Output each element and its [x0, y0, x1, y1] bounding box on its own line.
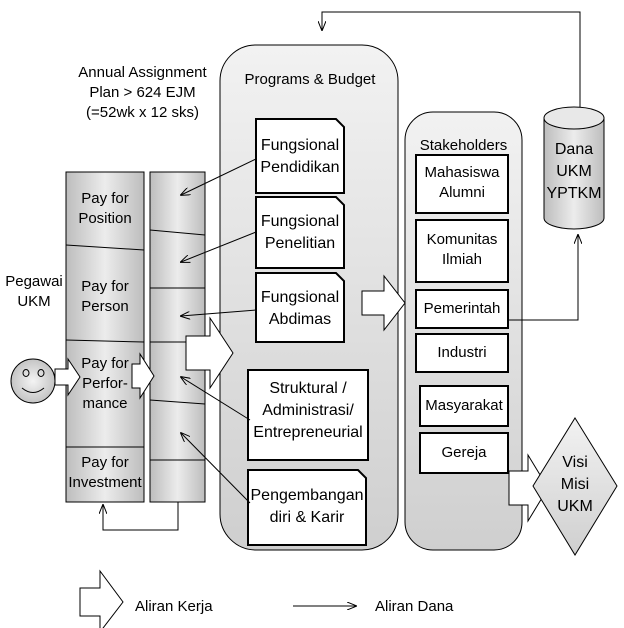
pay-person-line1: Pay for: [81, 278, 129, 295]
program-struktural-line3: Entrepreneurial: [253, 424, 363, 441]
stakeholder-mahasiswa-line1: Mahasiswa: [424, 164, 500, 181]
work-arrow-pay: [131, 352, 155, 400]
program-pengembangan-label: Pengembangan diri & Karir: [248, 485, 366, 529]
stakeholder-mahasiswa-line2: Alumni: [439, 184, 485, 201]
pay-performance-label: Pay for Perfor- mance: [66, 354, 144, 414]
program-pendidikan-line1: Fungsional: [260, 137, 340, 154]
dana-cylinder: [543, 106, 605, 230]
program-pengembangan-line2: diri & Karir: [269, 509, 345, 526]
feedback-arrow: [103, 502, 179, 531]
program-struktural-line2: Administrasi/: [262, 402, 354, 419]
pay-investment-label: Pay for Investment: [66, 453, 144, 493]
programs-title: Programs & Budget: [244, 71, 376, 88]
smiley-icon: [10, 358, 56, 404]
plan-line2: Plan > 624 EJM: [89, 84, 196, 101]
fund-arrow-dana-top: [322, 11, 581, 107]
stakeholder-komunitas-line2: Ilmiah: [441, 251, 482, 268]
plan-line3: (=52wk x 12 sks): [86, 104, 199, 121]
stakeholder-mahasiswa-label: Mahasiswa Alumni: [416, 163, 508, 203]
pay-investment-line2: Investment: [68, 474, 142, 491]
program-link-arrows: [181, 158, 257, 504]
program-boxes: [247, 118, 369, 546]
program-pendidikan-line2: Pendidikan: [260, 159, 340, 176]
program-struktural-label: Struktural / Administrasi/ Entrepreneuri…: [248, 378, 368, 444]
legend-work-arrow-icon: [79, 569, 124, 628]
stakeholder-boxes: [415, 154, 509, 474]
program-abdimas-line1: Fungsional: [260, 289, 340, 306]
pay-position-line1: Pay for: [81, 190, 129, 207]
work-arrow-stakeholders: [361, 274, 406, 332]
program-penelitian-line2: Penelitian: [264, 235, 336, 252]
visi-line2: Misi: [560, 476, 590, 493]
program-penelitian-label: Fungsional Penelitian: [256, 211, 344, 255]
visi-line1: Visi: [562, 454, 588, 471]
program-pendidikan-label: Fungsional Pendidikan: [256, 135, 344, 179]
stakeholder-komunitas-label: Komunitas Ilmiah: [416, 230, 508, 270]
program-abdimas-line2: Abdimas: [268, 311, 332, 328]
fund-arrow-pemerintah-dana: [508, 235, 578, 321]
pegawai-line2: UKM: [17, 293, 51, 310]
pay-performance-line2: Perfor-: [82, 375, 128, 392]
pay-investment-line1: Pay for: [81, 454, 129, 471]
stakeholder-pemerintah-label: Pemerintah: [423, 300, 501, 317]
work-arrow-pegawai: [54, 357, 81, 397]
program-abdimas-label: Fungsional Abdimas: [256, 287, 344, 331]
pay-person-label: Pay for Person: [66, 277, 144, 317]
stakeholder-gereja-label: Gereja: [441, 444, 487, 461]
pay-position-label: Pay for Position: [66, 189, 144, 229]
visi-line3: UKM: [557, 498, 593, 515]
work-arrow-visi: [508, 453, 549, 523]
legend-work-label: Aliran Kerja: [135, 598, 213, 615]
stakeholder-masyarakat-label: Masyarakat: [425, 397, 503, 414]
stakeholder-industri-label: Industri: [437, 344, 487, 361]
pay-performance-line1: Pay for: [81, 355, 129, 372]
assignment-plan-label: Annual Assignment Plan > 624 EJM (=52wk …: [70, 63, 215, 123]
program-pengembangan-line1: Pengembangan: [250, 487, 364, 504]
work-arrow-programs: [185, 316, 234, 390]
visi-label: Visi Misi UKM: [545, 452, 605, 518]
pegawai-label: Pegawai UKM: [4, 272, 64, 312]
dana-line1: Dana: [554, 141, 594, 158]
program-struktural-line1: Struktural /: [269, 380, 347, 397]
plan-line1: Annual Assignment: [78, 64, 207, 81]
pay-column: [65, 171, 145, 503]
stakeholder-komunitas-line1: Komunitas: [426, 231, 498, 248]
visi-diamond: [532, 417, 618, 556]
legend-fund-label: Aliran Dana: [375, 598, 454, 615]
pay-position-line2: Position: [78, 210, 132, 227]
stakeholders-title: Stakeholders: [419, 137, 508, 154]
pegawai-line1: Pegawai: [5, 273, 63, 290]
pay-person-line2: Person: [81, 298, 129, 315]
dana-line3: YPTKM: [546, 185, 602, 202]
program-penelitian-line1: Fungsional: [260, 213, 340, 230]
dana-line2: UKM: [556, 163, 592, 180]
pay-performance-line3: mance: [82, 395, 128, 412]
dana-label: Dana UKM YPTKM: [544, 139, 604, 205]
